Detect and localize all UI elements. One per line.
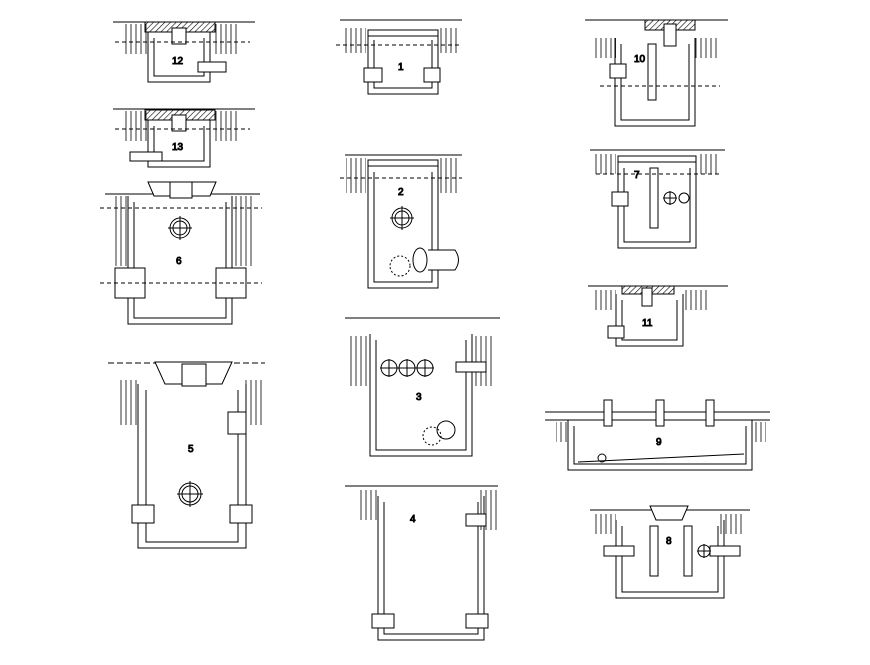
chamber-label-5: 5 [188, 444, 194, 455]
chamber-8: 8 [590, 505, 750, 599]
chamber-label-1: 1 [398, 62, 404, 73]
chamber-label-7: 7 [634, 170, 640, 181]
chamber-1: 1 [336, 19, 462, 95]
chamber-label-3: 3 [416, 392, 422, 403]
chamber-label-10: 10 [634, 54, 646, 65]
chamber-6: 6 [100, 181, 262, 325]
chamber-label-13: 13 [172, 142, 184, 153]
chamber-11: 11 [588, 285, 728, 347]
chamber-12: 12 [113, 21, 255, 83]
chamber-label-11: 11 [642, 318, 653, 329]
chamber-10: 10 [585, 19, 728, 127]
chamber-label-12: 12 [172, 56, 184, 67]
chamber-7: 7 [590, 149, 725, 249]
chamber-label-9: 9 [656, 437, 662, 448]
chamber-9: 9 [545, 399, 770, 471]
chamber-label-6: 6 [176, 256, 182, 267]
chamber-13: 13 [113, 108, 255, 168]
chamber-2: 2 [340, 154, 462, 289]
chamber-5: 5 [108, 361, 265, 549]
chamber-4: 4 [345, 485, 500, 641]
chamber-label-8: 8 [666, 536, 672, 547]
chamber-label-2: 2 [398, 187, 404, 198]
chamber-label-4: 4 [410, 514, 416, 525]
chamber-3: 3 [345, 317, 500, 457]
